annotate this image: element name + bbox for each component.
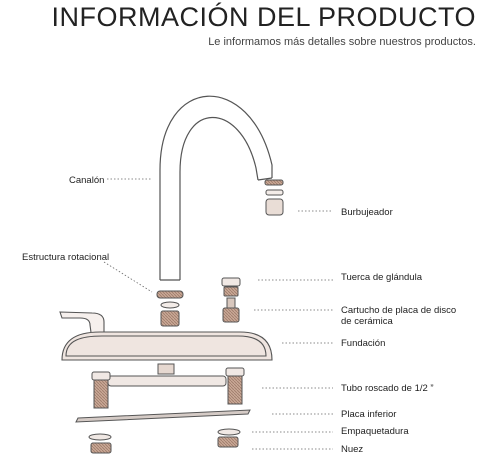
aerator-part (264, 179, 284, 216)
rotational-rings-part (156, 290, 184, 327)
gasket-part (88, 428, 241, 441)
leader-lines (103, 178, 333, 450)
gland-nut-part (221, 277, 241, 297)
bottom-plate-part (75, 409, 251, 423)
label-canalon: Canalón (69, 175, 105, 186)
nut-part (90, 436, 239, 454)
page-subtitle: Le informamos más detalles sobre nuestro… (208, 36, 476, 48)
label-cartucho-line1: Cartucho de placa de disco (341, 305, 457, 316)
label-burbujeador: Burbujeador (341, 207, 393, 218)
ceramic-cartridge-part (222, 297, 240, 323)
label-estructura-rotacional: Estructura rotacional (22, 252, 110, 263)
label-placa-inferior: Placa inferior (341, 409, 397, 420)
deck-plate-part (61, 331, 273, 361)
threaded-pipe-part (91, 363, 245, 409)
page-title: INFORMACIÓN DEL PRODUCTO (51, 2, 476, 32)
label-tubo-roscado: Tubo roscado de 1/2 ” (341, 383, 434, 394)
label-cartucho-line2: de cerámica (341, 316, 393, 327)
label-nuez: Nuez (341, 444, 364, 455)
label-fundacion: Fundación (341, 338, 386, 349)
label-tuerca: Tuerca de glándula (341, 272, 422, 283)
label-empaquetadura: Empaquetadura (341, 426, 409, 437)
spout-part (159, 95, 273, 281)
